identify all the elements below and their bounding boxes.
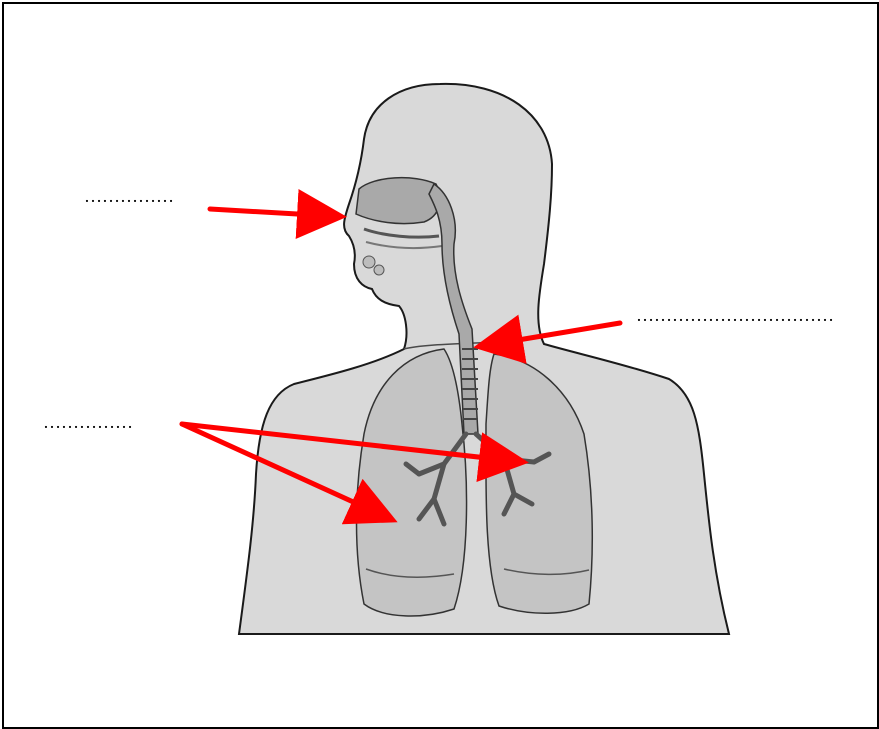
- arrow-nose: [210, 209, 332, 216]
- body-outline: [239, 84, 729, 634]
- bronchi-answer-blank: ……………: [43, 413, 133, 431]
- respiratory-system-diagram: [4, 4, 877, 727]
- trachea-answer-blank: ……………………………: [636, 306, 834, 324]
- human-silhouette: [239, 84, 729, 634]
- nose-answer-blank: ……………: [84, 187, 174, 205]
